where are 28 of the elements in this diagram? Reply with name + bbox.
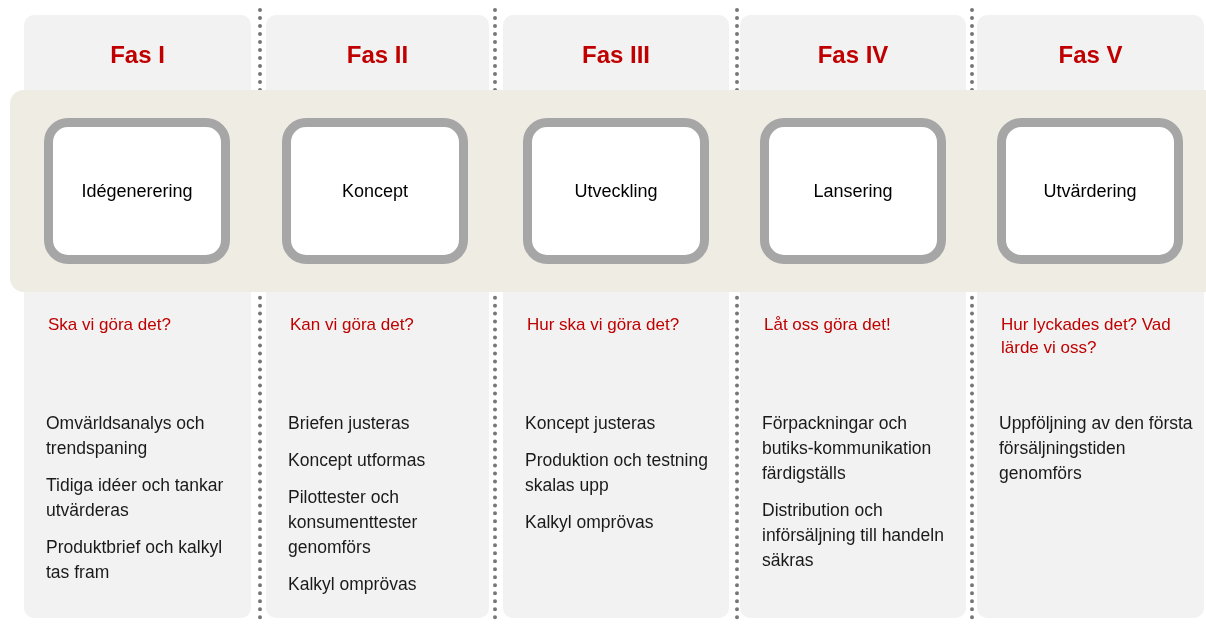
phase-title: Fas IV [816,40,890,70]
activity-text: Tidiga idéer och tankar utvärderas [46,474,225,522]
phase-question: Låt oss göra det! [764,314,892,336]
stage-box: Utveckling [523,118,709,264]
activity-text: Distribution och införsäljning till handeln säkras [762,499,945,572]
stage-box: Idégenerering [44,118,230,264]
activity-text: Pilottester och konsumenttester genomförs [288,486,419,559]
phase-title: Fas III [581,40,651,70]
activity-text: Koncept utformas [288,449,427,472]
phase-title: Fas V [1057,40,1124,70]
phase-title: Fas II [345,40,410,70]
phase-question: Kan vi göra det? [290,314,415,336]
phase-title: Fas I [109,40,166,70]
stage-box: Lansering [760,118,946,264]
activity-text: Briefen justeras [288,412,411,435]
stage-box: Koncept [282,118,468,264]
activity-text: Produktion och testning skalas upp [525,449,709,497]
phase-question: Hur lyckades det? Vad lärde vi oss? [1001,314,1172,359]
activity-text: Koncept justeras [525,412,657,435]
stage-box: Utvärdering [997,118,1183,264]
activity-text: Produktbrief och kalkyl tas fram [46,536,224,584]
activity-text: Uppföljning av den första försäljningstiden genomförs [999,412,1194,485]
phase-question: Hur ska vi göra det? [527,314,681,336]
activity-text: Kalkyl omprövas [288,573,418,596]
phase-question: Ska vi göra det? [48,314,172,336]
activity-text: Kalkyl omprövas [525,511,655,534]
activity-text: Omvärldsanalys och trendspaning [46,412,206,460]
activity-text: Förpackningar och butiks-kommunikation färdigställs [762,412,933,485]
